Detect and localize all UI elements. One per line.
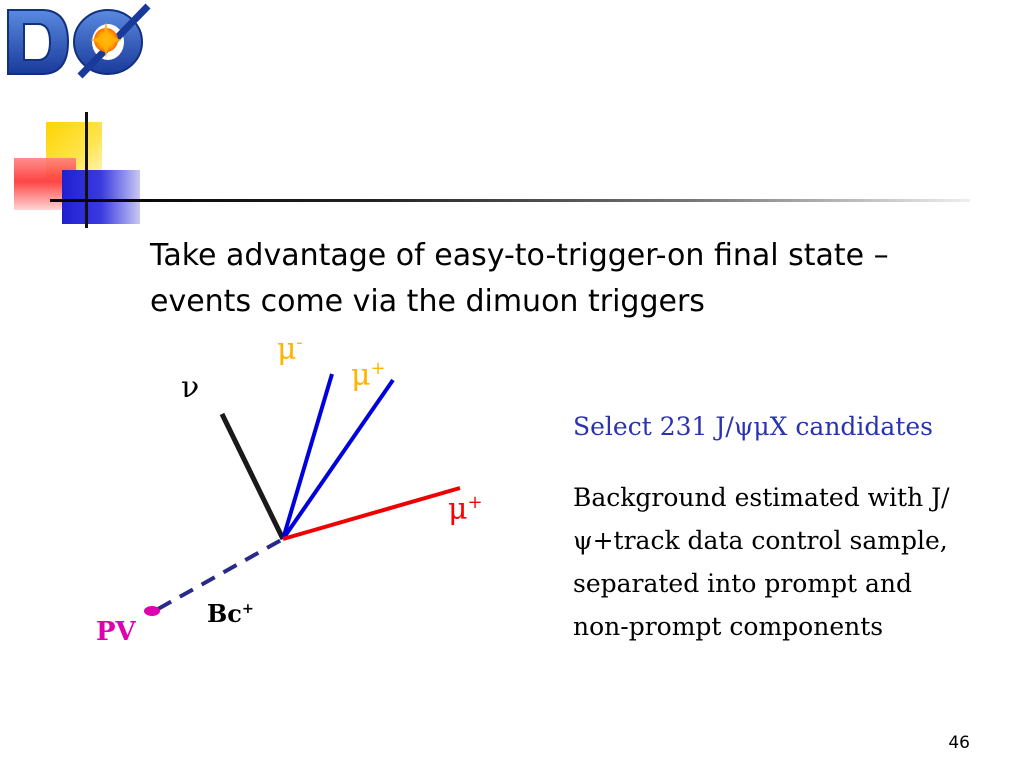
nu-label: ν bbox=[181, 370, 200, 405]
mu-plus-red-symbol: μ bbox=[448, 492, 468, 527]
mu-minus-charge: - bbox=[296, 332, 303, 353]
mu-minus-label: μ- bbox=[277, 332, 303, 367]
mu-minus-track bbox=[281, 373, 334, 540]
mu-minus-symbol: μ bbox=[277, 332, 297, 367]
page-number: 46 bbox=[948, 733, 970, 753]
mu-plus-red-track bbox=[282, 486, 461, 541]
pv-label: PV bbox=[96, 617, 136, 647]
pv-marker bbox=[144, 606, 160, 616]
bc-charge: + bbox=[241, 600, 254, 617]
select-candidates-text: Select 231 J/ψμX candidates bbox=[573, 412, 933, 441]
bc-symbol: Bc bbox=[207, 599, 242, 628]
mu-plus-red-charge: + bbox=[467, 492, 483, 513]
mu-plus-yellow-label: μ+ bbox=[351, 358, 386, 393]
bc-label: Bc+ bbox=[207, 599, 254, 628]
slide-title: Take advantage of easy-to-trigger-on fin… bbox=[150, 238, 889, 319]
mu-plus-red-label: μ+ bbox=[448, 492, 483, 527]
nu-track bbox=[219, 412, 286, 541]
d0-logo: DØ bbox=[7, 3, 151, 79]
mu-plus-blue-track bbox=[281, 378, 395, 541]
decor-vertical-line bbox=[85, 112, 88, 228]
title-divider-line bbox=[50, 199, 970, 202]
decor-blue-square bbox=[62, 170, 140, 224]
mu-plus-yellow-charge: + bbox=[370, 358, 386, 379]
mu-plus-yellow-symbol: μ bbox=[351, 358, 371, 393]
background-estimate-text: Background estimated with J/ψ+track data… bbox=[573, 483, 950, 641]
